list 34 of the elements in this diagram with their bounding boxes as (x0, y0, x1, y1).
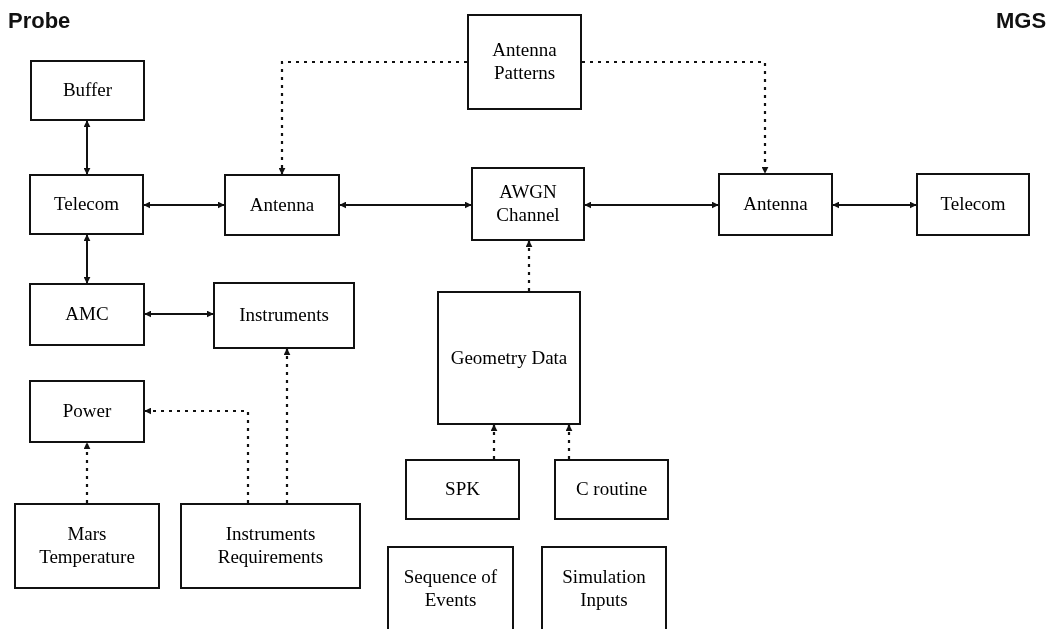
process-box: SPK (405, 459, 520, 520)
double-arrow (144, 310, 214, 318)
process-box: Antenna (224, 174, 340, 236)
double-arrow (339, 201, 472, 209)
process-box: Sequence of Events (387, 546, 514, 629)
section-heading: MGS (996, 8, 1047, 34)
dotted-arrow (283, 348, 291, 503)
dotted-arrow (525, 240, 533, 291)
dotted-arrow (278, 60, 467, 175)
process-box: Geometry Data (437, 291, 581, 425)
dotted-arrow (490, 424, 498, 459)
process-box: Telecom (29, 174, 144, 235)
process-box: Mars Temperature (14, 503, 160, 589)
dotted-arrow (83, 442, 91, 503)
process-box: Power (29, 380, 145, 443)
process-box: AMC (29, 283, 145, 346)
process-box: Simulation Inputs (541, 546, 667, 629)
double-arrow (143, 201, 225, 209)
double-arrow (83, 234, 91, 284)
process-box: Antenna Patterns (467, 14, 582, 110)
process-box: Instruments (213, 282, 355, 349)
process-box: AWGN Channel (471, 167, 585, 241)
dotted-arrow (565, 424, 573, 459)
double-arrow (83, 120, 91, 175)
process-box: C routine (554, 459, 669, 520)
dotted-arrow (144, 407, 250, 503)
double-arrow (832, 201, 917, 209)
process-box: Telecom (916, 173, 1030, 236)
double-arrow (584, 201, 719, 209)
process-box: Buffer (30, 60, 145, 121)
process-box: Instruments Requirements (180, 503, 361, 589)
process-box: Antenna (718, 173, 833, 236)
section-heading: Probe (8, 8, 71, 34)
dotted-arrow (582, 60, 769, 174)
